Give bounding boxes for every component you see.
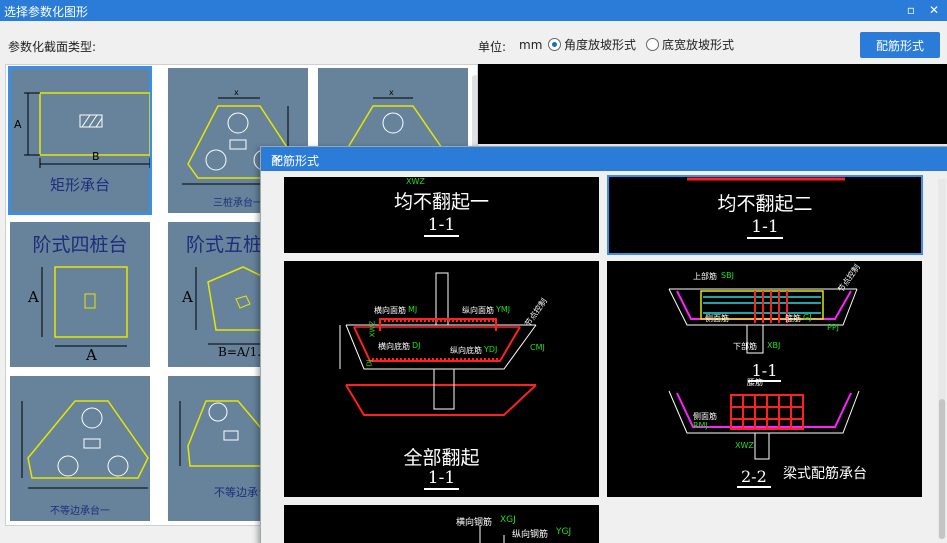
dialog-body: XWZ 均不翻起一 1-1 均不翻起二 1-1 bbox=[261, 171, 947, 543]
shape-label: 阶式五桩 bbox=[186, 234, 263, 256]
tag-label: XWZ bbox=[406, 177, 425, 186]
all-bent-drawing bbox=[339, 272, 537, 416]
shape-preview-area bbox=[478, 64, 947, 144]
card-title: 均不翻起一 bbox=[393, 191, 489, 213]
shape-thumb-rect[interactable]: A B 矩形承台 bbox=[8, 66, 152, 215]
window-title: 选择参数化图形 bbox=[4, 5, 89, 19]
unit-value: mm bbox=[519, 38, 543, 52]
unequal-one-drawing bbox=[21, 400, 149, 489]
section-label: 1-1 bbox=[423, 215, 460, 237]
shape-thumb-stepped-five[interactable]: 阶式五桩 A B=A/1. bbox=[168, 222, 278, 367]
card-title: 梁式配筋承台 bbox=[783, 466, 867, 482]
cad-label: MJ bbox=[408, 305, 418, 314]
maximize-icon[interactable]: ▫ bbox=[906, 3, 916, 17]
cad-label: XWZ bbox=[368, 320, 377, 338]
radio-unselected-icon[interactable] bbox=[646, 37, 659, 51]
cad-label: DJ bbox=[412, 341, 421, 350]
dialog-titlebar: 配筋形式 ✕ bbox=[261, 147, 947, 171]
cad-label: PPJ bbox=[827, 323, 840, 332]
dim-a-label: A bbox=[14, 118, 22, 131]
cad-label: YMJ bbox=[496, 305, 511, 314]
dialog-scrollbar[interactable] bbox=[938, 179, 946, 539]
partial-rebar-drawing bbox=[479, 525, 505, 543]
card-title: 全部翻起 bbox=[403, 447, 480, 469]
dim-b-label: B=A/1. bbox=[218, 345, 262, 359]
shape-thumb-unequal[interactable]: 不等边承台 bbox=[168, 376, 278, 521]
radio-width-slope[interactable]: 底宽放坡形式 bbox=[646, 36, 734, 52]
rebar-line-drawing bbox=[687, 177, 845, 181]
cad-label: 侧面筋 bbox=[693, 412, 717, 421]
shape-thumb-unequal-one[interactable]: 不等边承台一 bbox=[10, 376, 150, 521]
cad-label: YGJ bbox=[556, 527, 572, 537]
cad-label: 横向面筋 bbox=[374, 306, 406, 315]
radio-selected-icon[interactable] bbox=[548, 37, 561, 51]
rebar-card-none-one[interactable]: XWZ 均不翻起一 1-1 bbox=[284, 177, 599, 253]
cad-label: 纵向面筋 bbox=[462, 306, 494, 315]
card-section-a: 1-1 bbox=[607, 361, 922, 382]
rebar-card-partial[interactable]: 横向钢筋 XGJ 纵向钢筋 YGJ bbox=[284, 505, 599, 543]
window-titlebar: 选择参数化图形 ▫ ✕ bbox=[0, 0, 947, 21]
dim-b-label: A bbox=[86, 346, 97, 364]
scrollbar-thumb[interactable] bbox=[939, 399, 945, 539]
radio-width-label: 底宽放坡形式 bbox=[662, 37, 735, 52]
card-section: 1-1 bbox=[609, 217, 921, 239]
beam-type-drawing bbox=[668, 288, 860, 460]
card-section: 1-1 bbox=[284, 468, 599, 490]
cad-label: XWZ bbox=[735, 441, 754, 450]
section-label: 1-1 bbox=[747, 361, 782, 382]
cad-label: GJ bbox=[803, 313, 812, 322]
card-title: 均不翻起二 bbox=[717, 193, 813, 215]
section-label: 2-2 bbox=[737, 467, 771, 488]
section-label: 1-1 bbox=[423, 468, 460, 490]
rect-cap-drawing bbox=[24, 92, 150, 168]
stepped-four-drawing bbox=[41, 266, 128, 347]
close-icon[interactable]: ✕ bbox=[271, 152, 283, 166]
rebar-card-all-bent[interactable]: 横向面筋 MJ 纵向面筋 YMJ 横向底筋 DJ 纵向底筋 YDJ 节点控制 C… bbox=[284, 261, 599, 497]
shape-label: 阶式四桩台 bbox=[32, 234, 128, 256]
cad-label: CMJ bbox=[530, 343, 545, 352]
shape-label: 不等边承台 bbox=[214, 486, 269, 499]
shape-label: 不等边承台一 bbox=[50, 506, 110, 517]
cad-label: 上部筋 bbox=[693, 272, 717, 281]
cad-label: 侧面筋 bbox=[705, 314, 729, 323]
rebar-form-button[interactable]: 配筋形式 bbox=[860, 32, 940, 58]
rebar-card-beam-type[interactable]: 上部筋 SBJ 侧面筋 PPJ 下部筋 XBJ 箍筋 GJ 节点控制 腰筋 侧面… bbox=[607, 261, 922, 497]
rebar-form-dialog: 配筋形式 ✕ XWZ 均不翻起一 1-1 均不翻起二 1-1 bbox=[260, 146, 947, 543]
radio-angle-label: 角度放坡形式 bbox=[564, 37, 637, 52]
rebar-card-none-two[interactable]: 均不翻起二 1-1 bbox=[607, 175, 923, 255]
cad-label: 箍筋 bbox=[785, 314, 801, 323]
close-icon[interactable]: ✕ bbox=[928, 3, 940, 17]
cad-label: RMJ bbox=[693, 421, 708, 430]
cad-label: XBJ bbox=[767, 341, 781, 350]
unit-label: 单位: bbox=[478, 40, 507, 54]
dim-a-label: A bbox=[28, 288, 39, 306]
cad-label: 横向底筋 bbox=[378, 342, 410, 351]
section-label: 1-1 bbox=[747, 217, 783, 239]
dialog-title: 配筋形式 bbox=[271, 154, 320, 168]
shape-label: 三桩承台一 bbox=[213, 198, 263, 209]
cad-label: 下部筋 bbox=[733, 342, 757, 351]
cad-label: YDJ bbox=[484, 345, 498, 354]
cad-label: 纵向底筋 bbox=[450, 346, 482, 355]
cad-label: DJ bbox=[365, 359, 374, 367]
cad-label: 纵向钢筋 bbox=[512, 530, 549, 540]
cad-label: SBJ bbox=[721, 271, 734, 280]
dim-b-label: B bbox=[92, 150, 100, 163]
cad-label: 横向钢筋 bbox=[456, 518, 493, 528]
shape-thumb-stepped-four[interactable]: 阶式四桩台 A A bbox=[10, 222, 150, 367]
dim-a-label: A bbox=[182, 288, 193, 306]
dim-x-label: x bbox=[234, 88, 239, 97]
radio-angle-slope[interactable]: 角度放坡形式 bbox=[548, 36, 636, 52]
shape-label: 矩形承台 bbox=[49, 176, 110, 194]
cad-label: XGJ bbox=[500, 515, 516, 525]
cad-label: 腰筋 bbox=[747, 378, 763, 387]
dim-x-label: x bbox=[389, 88, 394, 97]
card-section-b: 2-2 bbox=[607, 467, 771, 488]
section-type-label: 参数化截面类型: bbox=[8, 40, 97, 54]
unequal-drawing bbox=[179, 400, 278, 467]
card-section: 1-1 bbox=[284, 215, 599, 237]
